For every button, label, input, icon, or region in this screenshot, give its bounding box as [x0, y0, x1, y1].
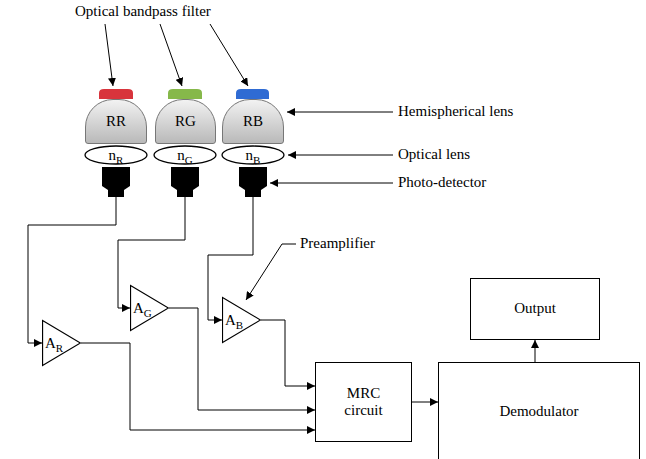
node-label: n — [246, 147, 254, 163]
node-label: RG — [175, 113, 196, 129]
node-text: AR — [45, 336, 63, 351]
subscript: G — [144, 307, 152, 319]
red-filter — [99, 89, 133, 99]
green-filter — [168, 89, 202, 99]
optical-lens: nB — [221, 145, 285, 165]
node-label: A — [45, 335, 56, 351]
preamplifier: AR — [42, 320, 81, 366]
node-text: Demodulator — [499, 403, 578, 420]
node-text: MRC circuit — [333, 385, 395, 420]
subscript: B — [253, 154, 260, 166]
output-box: Output — [470, 278, 600, 340]
subscript: R — [56, 342, 63, 354]
node-text: nB — [246, 148, 261, 163]
photo-detectors — [102, 167, 267, 197]
blue-filter — [236, 89, 269, 99]
node-text: nG — [177, 148, 192, 163]
mrc-box: MRC circuit — [315, 362, 412, 442]
node-label: Output — [514, 300, 556, 316]
demodulator-box: Demodulator — [438, 362, 640, 459]
callout-label: Photo-detector — [398, 175, 486, 190]
signal-connector — [261, 320, 315, 386]
hemispherical-lens: RB — [222, 99, 284, 144]
node-text: RB — [243, 114, 263, 129]
callout-arrows — [105, 24, 248, 86]
node-label: MRC circuit — [344, 385, 382, 418]
subscript: B — [236, 319, 243, 331]
node-text: Output — [514, 300, 556, 317]
subscript: R — [116, 154, 123, 166]
node-label: A — [133, 300, 144, 316]
node-text: RG — [175, 114, 196, 129]
node-text: nR — [109, 148, 124, 163]
node-label: Demodulator — [499, 403, 578, 419]
hemispherical-lens: RG — [155, 99, 216, 144]
optical-lens: nG — [153, 145, 217, 165]
callout-label: Preamplifier — [300, 236, 375, 251]
node-label: n — [109, 147, 117, 163]
node-text: RR — [106, 114, 126, 129]
callout-label: Hemispherical lens — [398, 104, 513, 119]
node-text: AB — [225, 313, 243, 328]
signal-connector — [535, 340, 536, 362]
preamplifier: AB — [222, 297, 261, 343]
signal-connector — [412, 402, 438, 403]
node-label: RB — [243, 113, 263, 129]
signal-wires — [28, 197, 253, 343]
node-label: A — [225, 312, 236, 328]
hemispherical-lens: RR — [85, 99, 147, 144]
callout-label: Optical bandpass filter — [75, 4, 211, 19]
preamplifier: AG — [130, 285, 169, 331]
node-label: RR — [106, 113, 126, 129]
callout-label: Optical lens — [398, 147, 470, 162]
node-label: n — [177, 147, 185, 163]
node-text: AG — [133, 301, 152, 316]
subscript: G — [185, 154, 193, 166]
optical-lens: nR — [84, 145, 148, 165]
signal-connector — [169, 308, 315, 410]
